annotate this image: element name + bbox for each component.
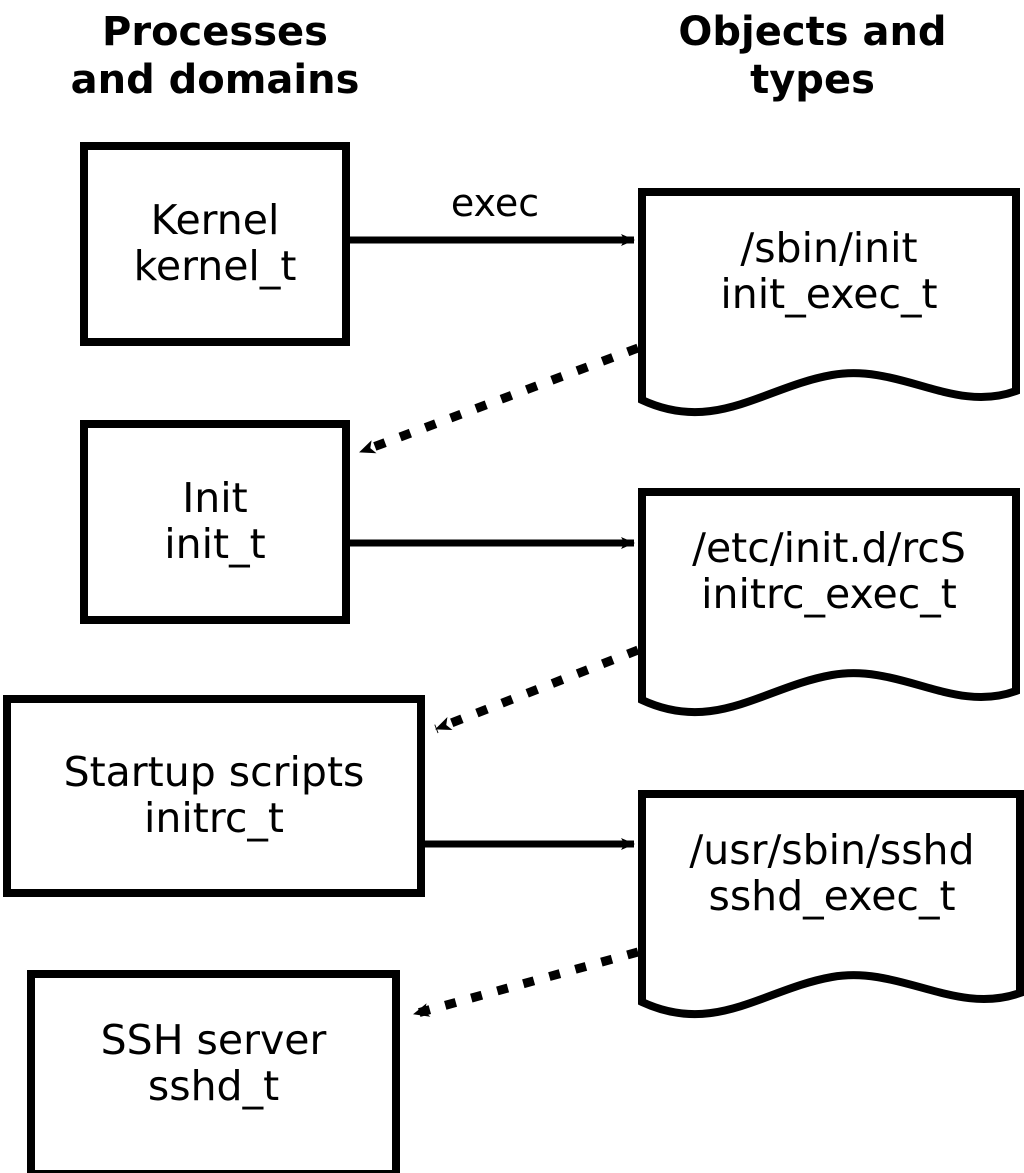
object-path-sbin-init: /sbin/init bbox=[740, 224, 918, 273]
edge-initrcexec-transition-initrc bbox=[434, 645, 640, 734]
object-path-etc-initd-rcs: /etc/init.d/rcS bbox=[692, 524, 966, 573]
object-label-sbin-init: /sbin/init init_exec_t bbox=[642, 192, 1016, 352]
object-type-sbin-init: init_exec_t bbox=[720, 270, 938, 318]
process-title-kernel: Kernel bbox=[150, 196, 280, 245]
process-box-startup-scripts bbox=[3, 695, 425, 897]
process-label-kernel: Kernel kernel_t bbox=[84, 146, 346, 342]
process-label-init: Init init_t bbox=[84, 424, 346, 620]
object-doc-etc-initd-rcs bbox=[638, 488, 1020, 717]
process-title-startup-scripts: Startup scripts bbox=[63, 748, 365, 797]
process-type-kernel: kernel_t bbox=[133, 242, 297, 290]
column-header-objects: Objects and types bbox=[678, 9, 947, 103]
edge-sshdexec-transition-sshd bbox=[412, 947, 640, 1019]
object-type-usr-sbin-sshd: sshd_exec_t bbox=[708, 872, 956, 920]
object-label-usr-sbin-sshd: /usr/sbin/sshd sshd_exec_t bbox=[644, 794, 1020, 954]
process-box-ssh-server bbox=[27, 970, 400, 1173]
object-path-usr-sbin-sshd: /usr/sbin/sshd bbox=[689, 826, 975, 875]
process-label-ssh-server: SSH server sshd_t bbox=[31, 974, 396, 1154]
object-doc-sbin-init bbox=[638, 188, 1020, 417]
process-title-init: Init bbox=[182, 474, 248, 523]
object-label-etc-initd-rcs: /etc/init.d/rcS initrc_exec_t bbox=[642, 492, 1016, 652]
object-doc-usr-sbin-sshd bbox=[638, 790, 1024, 1019]
process-type-startup-scripts: initrc_t bbox=[144, 794, 284, 842]
object-type-etc-initd-rcs: initrc_exec_t bbox=[701, 570, 957, 618]
process-type-ssh-server: sshd_t bbox=[147, 1062, 280, 1110]
edge-label-exec: exec bbox=[450, 181, 540, 225]
process-box-kernel bbox=[80, 142, 350, 346]
process-label-startup-scripts: Startup scripts initrc_t bbox=[7, 699, 421, 893]
process-type-init: init_t bbox=[164, 520, 266, 568]
column-header-processes: Processes and domains bbox=[70, 9, 360, 103]
edge-initexec-transition-init bbox=[358, 343, 640, 457]
process-title-ssh-server: SSH server bbox=[100, 1016, 327, 1065]
process-box-init bbox=[80, 420, 350, 624]
